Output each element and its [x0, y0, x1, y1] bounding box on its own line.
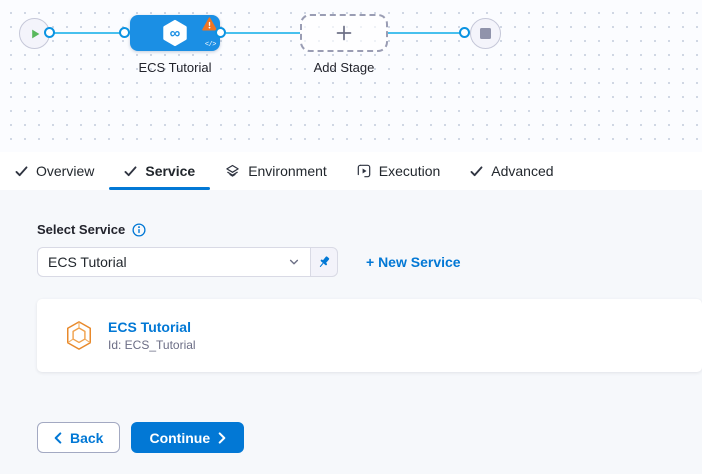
pin-service-button[interactable] [310, 247, 338, 277]
tab-overview[interactable]: Overview [0, 152, 109, 190]
harness-cd-hexagon-icon: ∞ [160, 18, 190, 48]
info-icon[interactable] [132, 222, 146, 237]
execution-play-icon [357, 164, 371, 178]
pin-icon [317, 255, 332, 270]
pipeline-canvas: ∞ </> ECS Tutorial Add Stage [0, 0, 702, 152]
check-icon [124, 165, 137, 177]
tab-advanced[interactable]: Advanced [455, 152, 568, 190]
footer-actions: Back Continue [37, 422, 702, 453]
stage-node-label: ECS Tutorial [138, 60, 212, 75]
connector-point [459, 27, 470, 38]
service-select-group: ECS Tutorial [37, 247, 338, 277]
back-button[interactable]: Back [37, 422, 121, 453]
stage-node-ecs-tutorial[interactable]: ∞ </> [130, 15, 220, 51]
service-card-title[interactable]: ECS Tutorial [108, 319, 191, 335]
connector-point [215, 27, 226, 38]
check-icon [15, 165, 28, 177]
tab-label: Overview [36, 163, 95, 179]
service-card-id: Id: ECS_Tutorial [108, 338, 196, 352]
warning-triangle-icon [202, 17, 217, 31]
plus-icon [334, 23, 354, 43]
tab-environment[interactable]: Environment [210, 152, 342, 190]
tab-label: Execution [378, 163, 441, 179]
continue-button[interactable]: Continue [131, 422, 245, 453]
code-icon: </> [204, 41, 217, 49]
check-icon [470, 165, 483, 177]
new-service-link[interactable]: + New Service [366, 254, 461, 270]
service-panel: Select Service ECS Tutorial [0, 190, 702, 474]
add-stage-label: Add Stage [313, 60, 375, 75]
chevron-down-icon [288, 256, 300, 268]
svg-text:∞: ∞ [170, 25, 181, 42]
tab-service[interactable]: Service [109, 152, 211, 190]
tab-label: Advanced [491, 163, 554, 179]
edge-line [388, 32, 461, 34]
select-service-label: Select Service [37, 222, 126, 237]
tab-execution[interactable]: Execution [342, 152, 455, 190]
service-select-value: ECS Tutorial [48, 254, 127, 270]
pipeline-end-node [470, 18, 501, 49]
service-hexagon-icon [64, 319, 94, 352]
chevron-right-icon [218, 431, 226, 444]
continue-button-label: Continue [149, 429, 211, 446]
service-card[interactable]: ECS Tutorial Id: ECS_Tutorial [37, 299, 702, 372]
chevron-left-icon [54, 431, 62, 444]
back-button-label: Back [70, 429, 104, 446]
play-icon [29, 28, 41, 40]
edge-line [49, 32, 125, 34]
stop-square-icon [480, 28, 491, 39]
stage-tabbar: Overview Service Environment [0, 152, 702, 190]
add-stage-button[interactable] [300, 14, 388, 52]
connector-point [119, 27, 130, 38]
layers-diamond-icon [225, 164, 240, 179]
tab-label: Service [145, 163, 196, 179]
edge-line [226, 32, 300, 34]
service-select-input[interactable]: ECS Tutorial [37, 247, 310, 277]
connector-point [44, 27, 55, 38]
tab-label: Environment [248, 163, 327, 179]
